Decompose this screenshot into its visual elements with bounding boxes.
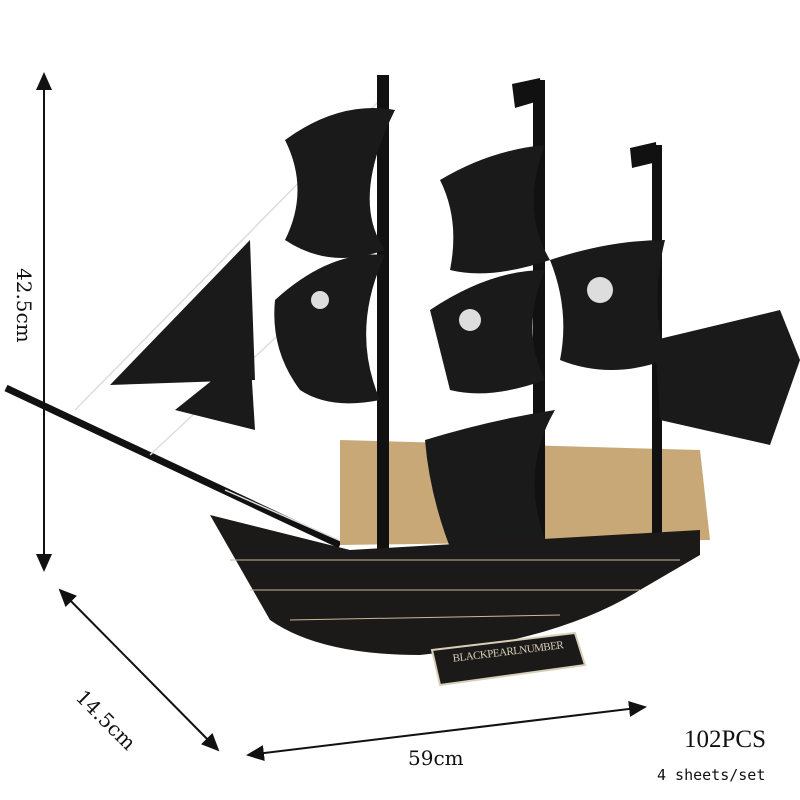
jib-sail <box>110 240 255 385</box>
depth-arrow <box>58 588 220 752</box>
width-label: 59cm <box>408 746 464 770</box>
height-label: 42.5cm <box>12 268 36 343</box>
flag <box>512 78 542 108</box>
piece-count: 102PCS <box>684 726 766 753</box>
width-arrow <box>246 700 647 762</box>
nameplate <box>430 631 587 687</box>
flag <box>630 142 657 168</box>
bowsprit <box>4 384 342 549</box>
skull-emblem <box>311 277 613 331</box>
hull-trim <box>230 559 680 621</box>
sails <box>274 108 800 560</box>
jib-sail <box>175 350 255 430</box>
hull <box>210 515 700 655</box>
mast <box>377 75 389 555</box>
sheet-count: 4 sheets/set <box>657 766 766 784</box>
